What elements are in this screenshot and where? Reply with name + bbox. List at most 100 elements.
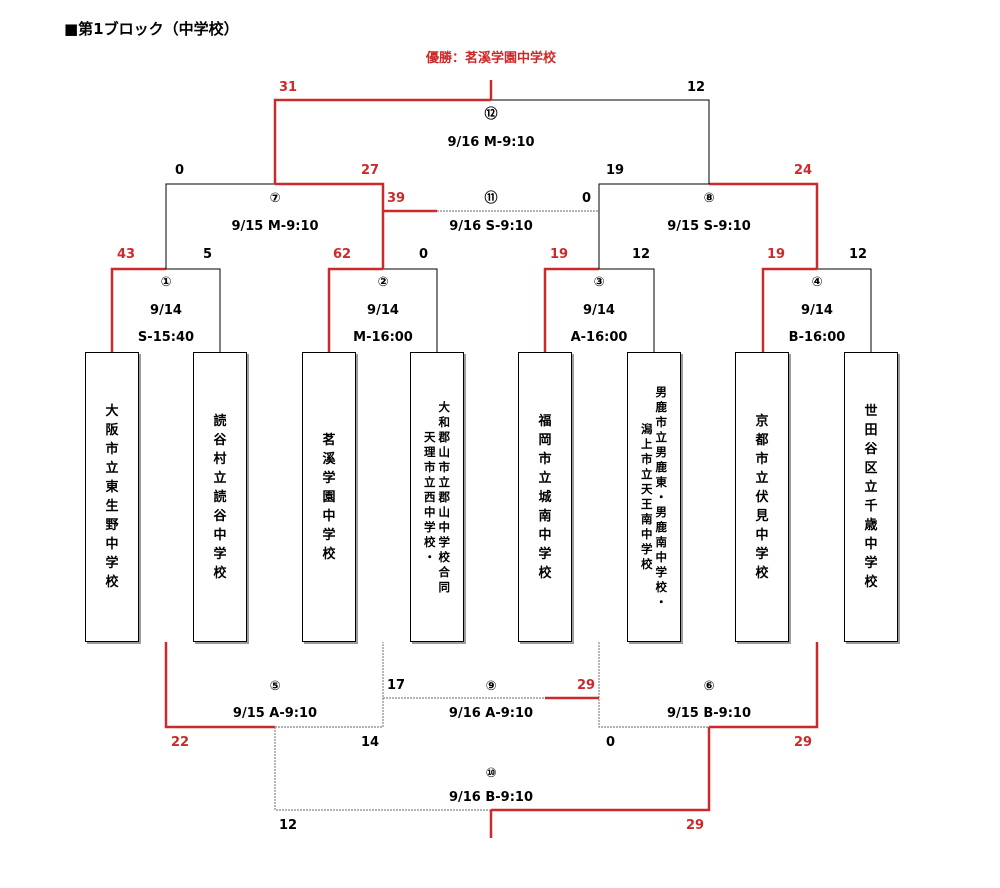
- bracket-line: [110, 267, 166, 352]
- score-m3-left: 19: [550, 247, 569, 262]
- score-m5-left: 22: [171, 735, 190, 750]
- match-no-2: ②: [377, 275, 389, 290]
- bracket-line: [598, 642, 709, 728]
- bracket-line: [709, 182, 819, 269]
- bracket-line: [275, 182, 385, 269]
- match-label-6: 9/15 B-9:10: [666, 706, 752, 721]
- match-date-1: 9/14: [150, 303, 182, 318]
- bracket-line: [491, 727, 711, 812]
- match-label-12: 9/16 M-9:10: [447, 135, 535, 150]
- team-name-line: 潟上市立天王南中学校: [641, 422, 653, 571]
- match-no-4: ④: [811, 275, 823, 290]
- match-no-5: ⑤: [269, 679, 281, 694]
- team-name-line: 京都市立伏見中学校: [755, 413, 769, 581]
- match-slot-1: S-15:40: [137, 330, 195, 345]
- score-m2-right: 0: [419, 247, 429, 262]
- bracket-line: [709, 642, 819, 729]
- match-label-5: 9/15 A-9:10: [232, 706, 318, 721]
- team-name-line: 天理市立西中学校・: [424, 429, 436, 564]
- bracket-line: [165, 183, 275, 269]
- score-m7-right: 27: [361, 163, 380, 178]
- team-name-line: 世田谷区立千歳中学校: [864, 404, 878, 590]
- score-m12-left: 31: [279, 80, 298, 95]
- score-m8-right: 24: [794, 163, 813, 178]
- champion-label: 優勝：茗溪学園中学校: [425, 51, 557, 66]
- bracket-line: [166, 268, 221, 352]
- team-name: 大阪市立東生野中学校: [86, 353, 138, 641]
- team-name-line: 茗溪学園中学校: [322, 432, 336, 562]
- team-box: 京都市立伏見中学校: [735, 352, 789, 642]
- team-name: 京都市立伏見中学校: [736, 353, 788, 641]
- match-date-3: 9/14: [583, 303, 615, 318]
- team-name: 世田谷区立千歳中学校: [845, 353, 897, 641]
- bracket-line: [598, 183, 709, 269]
- match-no-10: ⑩: [485, 766, 497, 781]
- team-box: 福岡市立城南中学校: [518, 352, 572, 642]
- match-no-11: ⑪: [484, 191, 498, 206]
- team-name-line: 読谷村立読谷中学校: [213, 413, 227, 581]
- score-m7-left: 0: [175, 163, 185, 178]
- score-m11-right: 0: [582, 191, 592, 206]
- team-name: 福岡市立城南中学校: [519, 353, 571, 641]
- match-no-3: ③: [593, 275, 605, 290]
- team-box: 読谷村立読谷中学校: [193, 352, 247, 642]
- score-m10-right: 29: [686, 818, 705, 833]
- score-m4-right: 12: [849, 247, 868, 262]
- score-m9-right: 29: [577, 678, 596, 693]
- match-no-1: ①: [160, 275, 172, 290]
- score-m4-left: 19: [767, 247, 786, 262]
- bracket-line: [275, 642, 384, 728]
- bracket-line: [274, 727, 491, 811]
- bracket-line: [327, 267, 383, 352]
- team-box: 男鹿市立男鹿東・男鹿南中学校・潟上市立天王南中学校: [627, 352, 681, 642]
- bracket-line: [817, 268, 872, 352]
- match-date-4: 9/14: [801, 303, 833, 318]
- team-name-line: 大和郡山市立郡山中学校合同: [438, 399, 451, 594]
- team-name: 読谷村立読谷中学校: [194, 353, 246, 641]
- bracket-line: [273, 98, 491, 184]
- match-label-10: 9/16 B-9:10: [448, 790, 534, 805]
- score-m6-right: 29: [794, 735, 813, 750]
- team-name-line: 男鹿市立男鹿東・男鹿南中学校・: [655, 384, 668, 609]
- match-label-8: 9/15 S-9:10: [667, 219, 751, 234]
- score-m8-left: 19: [606, 163, 625, 178]
- team-name: 大和郡山市立郡山中学校合同天理市立西中学校・: [411, 353, 463, 641]
- score-m6-left: 0: [606, 735, 616, 750]
- match-slot-4: B-16:00: [788, 330, 846, 345]
- bracket-line: [761, 267, 817, 352]
- score-m3-right: 12: [632, 247, 651, 262]
- score-m1-left: 43: [117, 247, 136, 262]
- match-label-11: 9/16 S-9:10: [449, 219, 533, 234]
- team-name-line: 大阪市立東生野中学校: [105, 404, 119, 590]
- match-slot-3: A-16:00: [570, 330, 628, 345]
- page-title: ■第1ブロック（中学校）: [64, 20, 239, 38]
- match-slot-2: M-16:00: [353, 330, 413, 345]
- team-box: 茗溪学園中学校: [302, 352, 356, 642]
- match-no-6: ⑥: [703, 679, 715, 694]
- bracket-line: [599, 268, 655, 352]
- match-no-7: ⑦: [269, 191, 281, 206]
- bracket-line: [383, 268, 438, 352]
- score-m1-right: 5: [203, 247, 213, 262]
- match-label-9: 9/16 A-9:10: [448, 706, 534, 721]
- team-box: 大阪市立東生野中学校: [85, 352, 139, 642]
- score-m10-left: 12: [279, 818, 298, 833]
- team-name: 男鹿市立男鹿東・男鹿南中学校・潟上市立天王南中学校: [628, 353, 680, 641]
- score-m9-left: 17: [387, 678, 406, 693]
- team-box: 大和郡山市立郡山中学校合同天理市立西中学校・: [410, 352, 464, 642]
- score-m11-left: 39: [387, 191, 406, 206]
- bracket-line: [164, 642, 275, 729]
- match-label-7: 9/15 M-9:10: [231, 219, 319, 234]
- bracket-line: [491, 99, 710, 184]
- score-m12-right: 12: [687, 80, 706, 95]
- score-m5-right: 14: [361, 735, 380, 750]
- match-no-9: ⑨: [485, 679, 497, 694]
- match-no-8: ⑧: [703, 191, 715, 206]
- score-m2-left: 62: [333, 247, 352, 262]
- team-name-line: 福岡市立城南中学校: [538, 413, 552, 581]
- team-box: 世田谷区立千歳中学校: [844, 352, 898, 642]
- match-date-2: 9/14: [367, 303, 399, 318]
- team-name: 茗溪学園中学校: [303, 353, 355, 641]
- match-no-12: ⑫: [484, 107, 498, 122]
